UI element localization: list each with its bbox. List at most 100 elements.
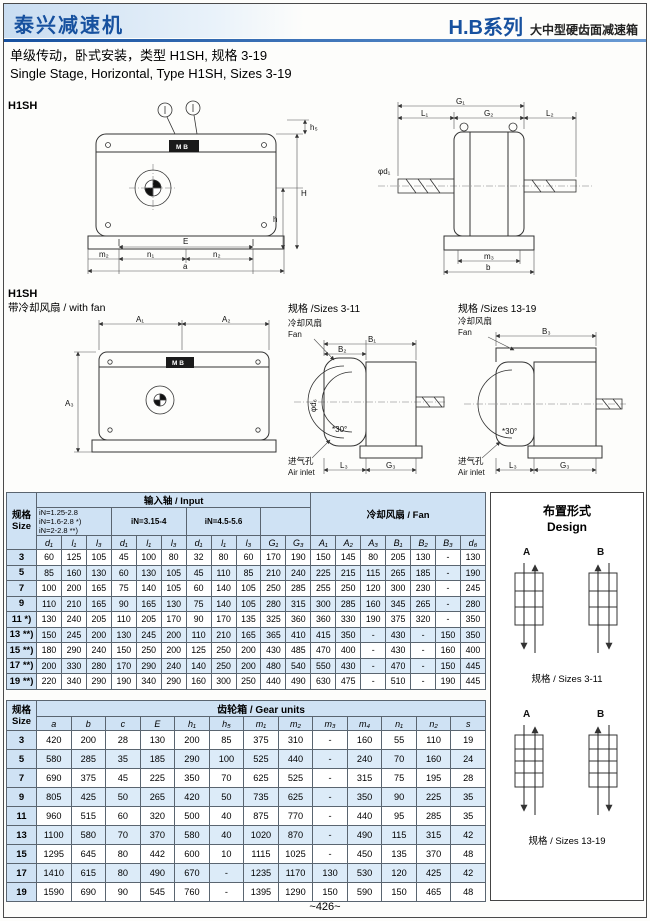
- fan-label-en: Fan: [458, 328, 472, 337]
- value-cell: 130: [135, 564, 162, 581]
- value-cell: 40: [208, 825, 245, 845]
- value-cell: 210: [210, 626, 237, 643]
- value-cell: 285: [415, 806, 452, 826]
- series-title: H.B系列: [448, 17, 523, 39]
- value-cell: 445: [459, 657, 487, 674]
- value-cell: 1100: [36, 825, 72, 845]
- dim-A3: A₃: [65, 399, 74, 408]
- size-cell: 3: [6, 549, 37, 566]
- column-header: G₁: [260, 535, 287, 550]
- value-cell: 150: [110, 642, 137, 659]
- design-caption-2: 规格 / Sizes 13-19: [528, 836, 606, 847]
- shaft-bore: [129, 164, 177, 212]
- value-cell: 280: [260, 595, 287, 612]
- value-cell: 150: [435, 626, 461, 643]
- value-cell: 630: [310, 673, 337, 690]
- value-cell: -: [312, 825, 348, 845]
- value-cell: -: [410, 626, 436, 643]
- fan-side-view-13-19: 冷却风扇 Fan 进气孔 Air inlet *30° B₃ L₃ G₃: [458, 316, 626, 477]
- value-cell: 60: [235, 549, 262, 566]
- value-cell: 160: [185, 673, 212, 690]
- value-cell: 310: [277, 730, 314, 750]
- caption-sizes-3-11: 规格 /Sizes 3-11: [288, 304, 361, 315]
- value-cell: 75: [185, 595, 212, 612]
- nameplate-text: M B: [176, 144, 188, 151]
- dim-L3: L₃: [340, 461, 348, 470]
- value-cell: 315: [415, 825, 452, 845]
- design-a-box: [514, 734, 544, 788]
- output-shaft: [595, 398, 623, 410]
- size-cell: 11: [6, 806, 37, 826]
- value-cell: 85: [36, 564, 62, 581]
- value-cell: 225: [139, 768, 176, 788]
- value-cell: 160: [435, 642, 461, 659]
- value-cell: 415: [310, 626, 337, 643]
- value-cell: 70: [105, 825, 141, 845]
- value-cell: 280: [85, 657, 112, 674]
- dim-E: E: [183, 237, 188, 246]
- design-title-en: Design: [546, 520, 587, 534]
- value-cell: 490: [139, 863, 176, 883]
- value-cell: 120: [381, 863, 417, 883]
- value-cell: 580: [70, 825, 107, 845]
- value-cell: 475: [335, 673, 362, 690]
- subtitle-cn: 单级传动，卧式安装，类型 H1SH, 规格 3-19: [10, 48, 268, 63]
- housing-outline: [527, 361, 603, 459]
- value-cell: 165: [235, 626, 262, 643]
- value-cell: -: [410, 657, 436, 674]
- value-cell: 480: [260, 657, 287, 674]
- value-cell: 580: [36, 749, 72, 769]
- dim-d1: φd₁: [378, 167, 391, 176]
- value-cell: 430: [385, 642, 412, 659]
- size-cell: 9: [6, 595, 37, 612]
- value-cell: 150: [381, 882, 417, 902]
- fan-label-cn: 冷却风扇: [458, 316, 492, 326]
- side-dimension-lines: [397, 102, 577, 275]
- value-cell: 70: [208, 768, 245, 788]
- value-cell: 420: [36, 730, 72, 750]
- dim-G3: G₃: [560, 461, 569, 470]
- value-cell: 350: [459, 626, 487, 643]
- value-cell: 430: [385, 626, 412, 643]
- value-cell: 760: [174, 882, 210, 902]
- value-cell: 1235: [243, 863, 279, 883]
- value-cell: -: [435, 595, 461, 612]
- design-a-label: A: [523, 709, 530, 720]
- size-cell: 17: [6, 863, 37, 883]
- value-cell: 300: [210, 673, 237, 690]
- value-cell: 150: [36, 626, 62, 643]
- value-cell: 28: [450, 768, 486, 788]
- value-cell: -: [360, 673, 387, 690]
- air-inlet-leader: [481, 441, 501, 459]
- front-view-drawing: M B: [87, 100, 318, 274]
- shaft-bore: [145, 385, 175, 415]
- value-cell: 470: [385, 657, 412, 674]
- value-cell: 240: [285, 564, 312, 581]
- design-b-box: [588, 734, 618, 788]
- value-cell: 130: [139, 730, 176, 750]
- column-header: h₅: [208, 716, 245, 731]
- value-cell: 125: [185, 642, 212, 659]
- value-cell: 80: [210, 549, 237, 566]
- value-cell: 320: [139, 806, 176, 826]
- value-cell: 325: [260, 611, 287, 628]
- air-inlet-leader: [311, 439, 331, 459]
- value-cell: 125: [60, 549, 87, 566]
- value-cell: 90: [381, 787, 417, 807]
- value-cell: 240: [60, 611, 87, 628]
- drawing-section-fan: H1SH 带冷却风扇 / with fan 规格 /Sizes 3-11 规格 …: [6, 288, 644, 490]
- value-cell: 130: [160, 595, 187, 612]
- side-view-drawing: G₁ L₁ G₂ L₂ φd₁ m₃ b: [378, 98, 594, 275]
- size-cell: 7: [6, 768, 37, 788]
- fan-label-cn: 冷却风扇: [288, 318, 322, 328]
- fan-note: 带冷却风扇 / with fan: [8, 302, 106, 314]
- value-cell: 100: [208, 749, 245, 769]
- size-cell: 5: [6, 749, 37, 769]
- value-cell: 60: [185, 580, 212, 597]
